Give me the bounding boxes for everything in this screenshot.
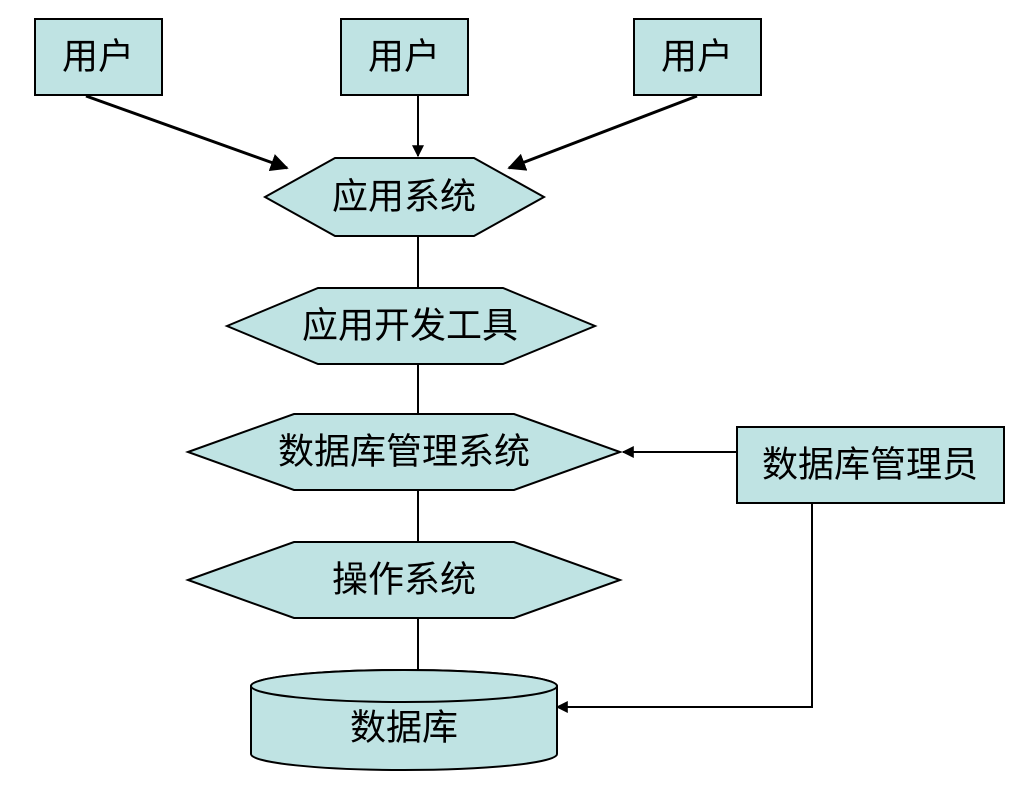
dba-label: 数据库管理员 — [762, 445, 978, 486]
app-dev-tools-label: 应用开发工具 — [302, 306, 518, 347]
dba-box: 数据库管理员 — [736, 426, 1005, 504]
database-label: 数据库 — [350, 708, 458, 749]
user-box-center: 用户 — [340, 18, 469, 96]
edge-user-right-to-app-system — [507, 94, 698, 171]
user-right-label: 用户 — [661, 37, 733, 78]
user-box-right: 用户 — [633, 18, 762, 96]
edge-user-left-to-app-system — [85, 94, 289, 172]
user-left-label: 用户 — [62, 37, 134, 78]
database-node: 数据库 — [250, 669, 558, 771]
dbms-node: 数据库管理系统 — [185, 413, 623, 491]
app-dev-tools-node: 应用开发工具 — [224, 287, 598, 365]
operating-system-label: 操作系统 — [332, 560, 476, 601]
edge-dba-to-database — [555, 503, 813, 713]
application-system-node: 应用系统 — [262, 157, 547, 237]
edges — [85, 94, 813, 713]
user-center-label: 用户 — [368, 37, 440, 78]
dbms-label: 数据库管理系统 — [278, 432, 530, 473]
user-box-left: 用户 — [34, 18, 163, 96]
application-system-label: 应用系统 — [332, 177, 476, 218]
operating-system-node: 操作系统 — [185, 541, 623, 619]
